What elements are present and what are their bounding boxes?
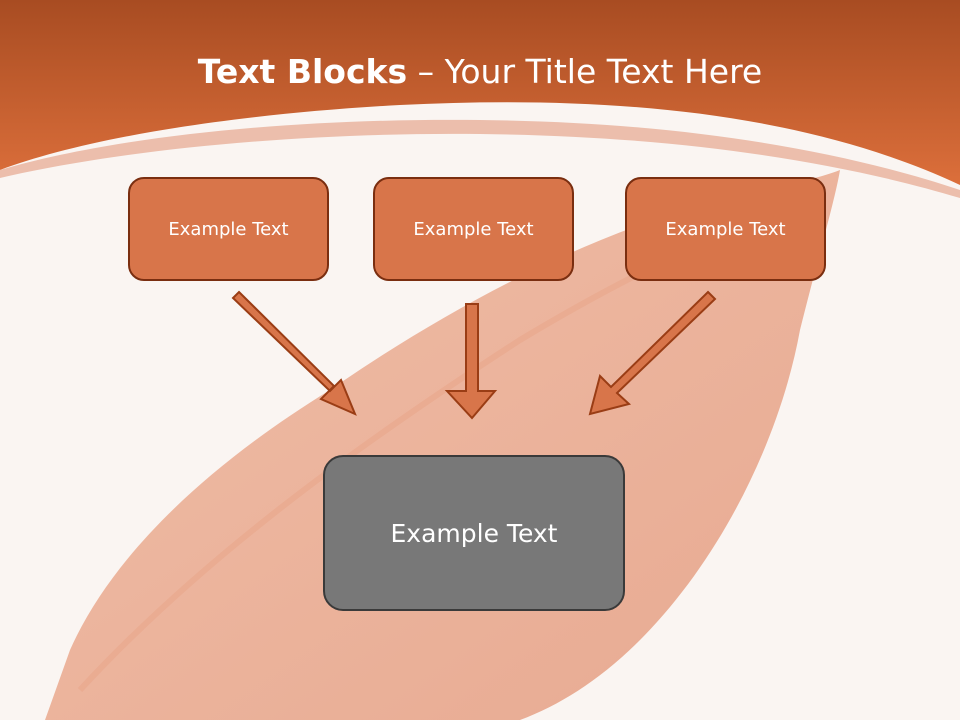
arrow-right bbox=[588, 290, 717, 416]
title-bold: Text Blocks bbox=[197, 52, 408, 91]
header-band bbox=[0, 0, 960, 185]
slide-title: Text Blocks – Your Title Text Here bbox=[0, 52, 960, 91]
text-block-main: Example Text bbox=[323, 455, 625, 611]
arrow-center bbox=[444, 303, 498, 420]
title-rest: – Your Title Text Here bbox=[407, 52, 763, 91]
header-swoosh bbox=[0, 119, 960, 198]
salmon-fillet-image bbox=[45, 170, 840, 720]
text-block-top-right: Example Text bbox=[625, 177, 826, 281]
text-block-top-left: Example Text bbox=[128, 177, 329, 281]
arrow-left bbox=[231, 290, 357, 416]
text-block-top-center: Example Text bbox=[373, 177, 574, 281]
